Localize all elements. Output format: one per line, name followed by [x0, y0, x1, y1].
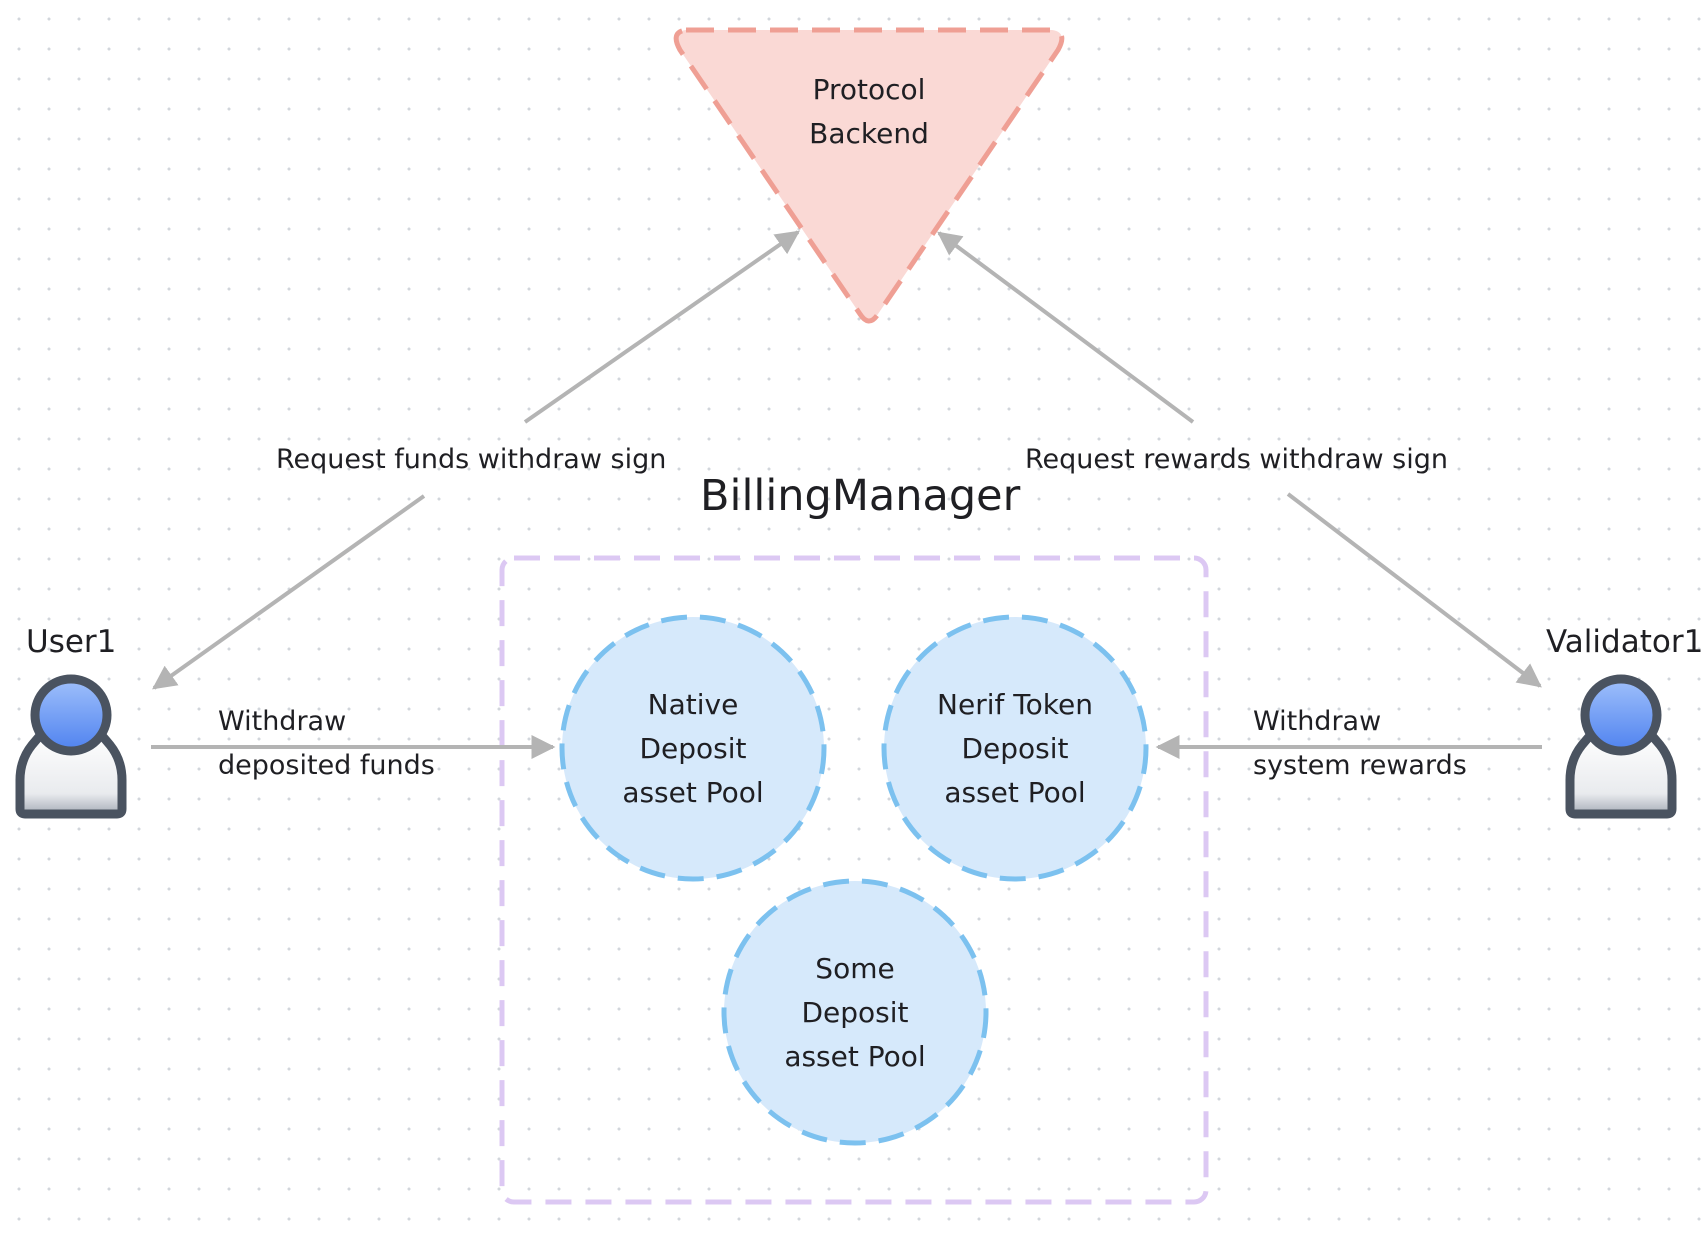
request-rewards-arrow-to-validator[interactable]	[1286, 492, 1542, 688]
label-line: Nerif Token	[937, 688, 1093, 721]
request-funds-arrow-to-user[interactable]	[152, 494, 426, 690]
validator1-label: Validator1	[1546, 624, 1704, 660]
request-funds-arrow-to-backend[interactable]	[523, 230, 800, 424]
label-line: Deposit	[639, 732, 747, 765]
nerif-token-deposit-pool-label: Nerif Token Deposit asset Pool	[915, 683, 1115, 815]
native-deposit-pool-label: Native Deposit asset Pool	[593, 683, 793, 815]
label-line: system rewards	[1253, 750, 1467, 781]
nerif-token-deposit-pool-node[interactable]	[881, 614, 1149, 882]
label-line: Protocol	[812, 73, 926, 106]
some-deposit-pool-node[interactable]	[721, 878, 989, 1146]
label-line: asset Pool	[622, 776, 764, 809]
native-deposit-pool-node[interactable]	[559, 614, 827, 882]
withdraw-funds-label: Withdraw deposited funds	[218, 700, 435, 788]
user-icon[interactable]	[15, 674, 127, 819]
billing-manager-title: BillingManager	[700, 471, 1021, 521]
label-line: Backend	[809, 117, 929, 150]
label-line: asset Pool	[944, 776, 1086, 809]
some-deposit-pool-label: Some Deposit asset Pool	[755, 947, 955, 1079]
label-line: Deposit	[801, 996, 909, 1029]
protocol-backend-label: Protocol Backend	[769, 68, 969, 156]
label-line: Deposit	[961, 732, 1069, 765]
request-funds-label: Request funds withdraw sign	[276, 444, 667, 475]
request-rewards-label: Request rewards withdraw sign	[1025, 444, 1448, 475]
label-line: deposited funds	[218, 750, 435, 781]
label-line: Some	[815, 952, 895, 985]
label-line: Withdraw	[1253, 706, 1382, 737]
label-line: asset Pool	[784, 1040, 926, 1073]
billing-manager-group[interactable]	[499, 555, 1209, 1205]
validator-icon[interactable]	[1565, 674, 1677, 819]
label-line: Native	[647, 688, 739, 721]
request-rewards-arrow-to-backend[interactable]	[937, 231, 1195, 424]
withdraw-rewards-label: Withdraw system rewards	[1253, 700, 1467, 788]
protocol-backend-node[interactable]	[673, 27, 1065, 324]
user1-label: User1	[26, 624, 117, 660]
label-line: Withdraw	[218, 706, 347, 737]
